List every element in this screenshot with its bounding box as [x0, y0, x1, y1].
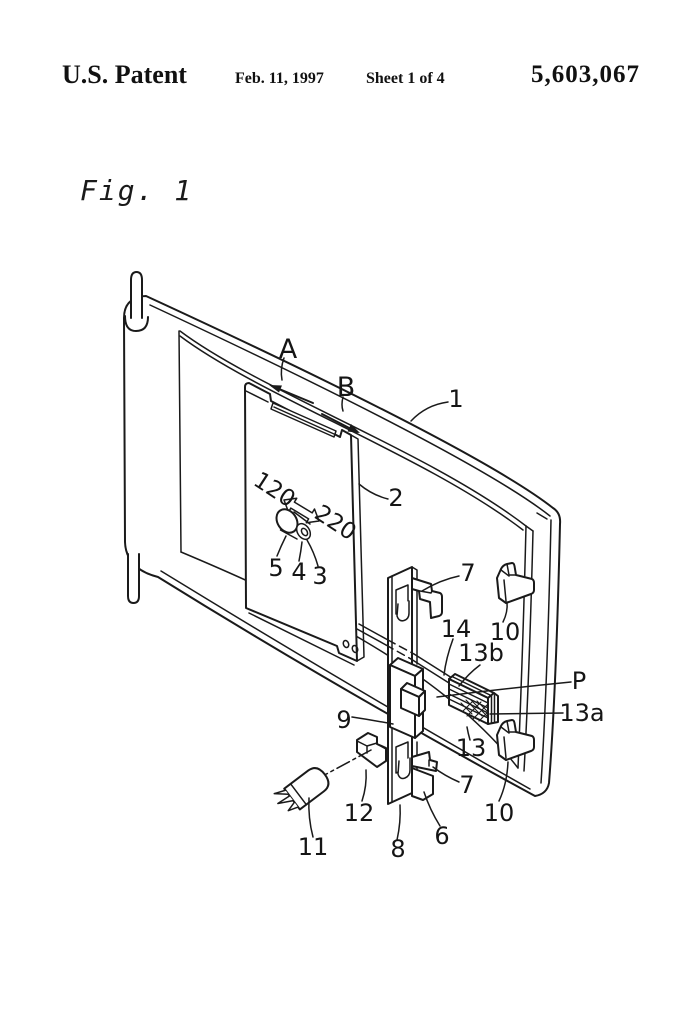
ref-label-11: 11: [298, 833, 329, 861]
ref-label-7-lower: 7: [459, 771, 474, 799]
retaining-boss-lower-10: [496, 719, 535, 761]
arrow-b-head: [347, 424, 360, 433]
figure-label: Fig. 1: [80, 174, 194, 207]
patent-number: 5,603,067: [531, 61, 640, 88]
ref-label-1: 1: [448, 385, 463, 413]
ref-label-10-upper: 10: [490, 618, 521, 646]
ref-label-p: P: [572, 667, 586, 695]
slider-strip: [356, 566, 443, 805]
connecting-rod-14: [356, 623, 453, 684]
ref-label-13a: 13a: [559, 699, 604, 727]
slide-plate-2: [244, 382, 365, 666]
ref-label-7-upper: 7: [460, 559, 475, 587]
hinge-pin-bottom: [127, 553, 140, 604]
ref-label-b: B: [337, 372, 356, 403]
ref-label-a: A: [279, 334, 298, 365]
ref-label-5: 5: [268, 554, 283, 582]
ref-label-4: 4: [291, 558, 306, 586]
arrow-a-head: [269, 385, 282, 393]
ref-label-12: 12: [344, 799, 375, 827]
ref-label-13: 13: [456, 734, 487, 762]
adjust-knob: [275, 497, 320, 567]
patent-date: Feb. 11, 1997: [235, 70, 324, 87]
ref-label-9: 9: [336, 706, 351, 734]
leader-lines: [308, 401, 572, 841]
ref-label-10-lower: 10: [484, 799, 515, 827]
ref-label-13b: 13b: [458, 639, 504, 667]
ref-label-8: 8: [390, 835, 405, 863]
detent-block-13: [448, 673, 499, 725]
double-arrow-icon: [283, 497, 320, 524]
ref-label-2: 2: [388, 484, 403, 512]
direction-arrows: [269, 357, 360, 433]
ref-label-14: 14: [441, 615, 472, 643]
patent-sheet-number: Sheet 1 of 4: [366, 70, 445, 87]
hinge-pin-top: [130, 271, 143, 319]
slider-plate-6: [411, 767, 434, 801]
lamp-assembly: [273, 749, 372, 812]
ref-label-6: 6: [434, 822, 449, 850]
reference-labels: A B 1 2 120 220 5 4 3 7 10 14 13b P 13a …: [249, 334, 605, 863]
patent-title: U.S. Patent: [62, 60, 187, 89]
lamp-bulb-11: [273, 767, 330, 812]
retaining-boss-upper-10: [496, 562, 535, 604]
ref-label-3: 3: [312, 562, 327, 590]
hook-lower-7: [411, 751, 438, 772]
